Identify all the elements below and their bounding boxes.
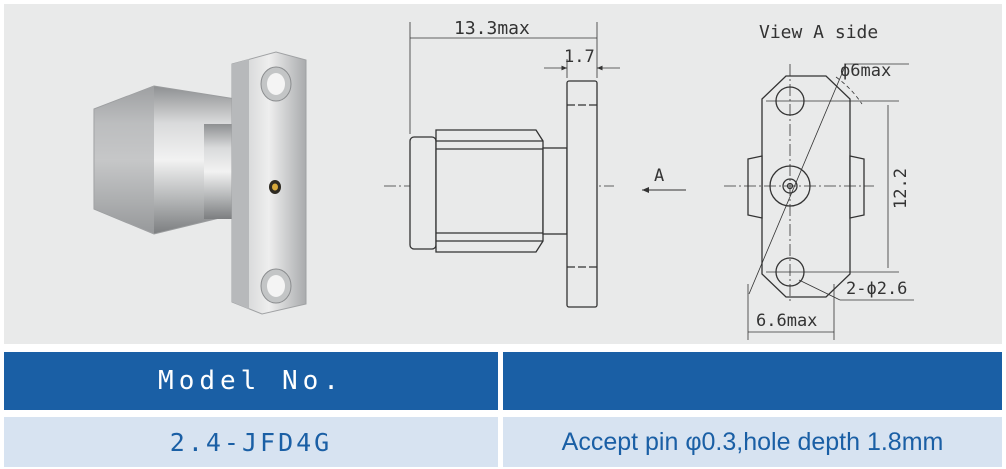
model-description: Accept pin φ0.3,hole depth 1.8mm <box>561 427 944 456</box>
outer-diameter-label: ϕ6max <box>840 61 891 81</box>
view-arrow-label: A <box>654 166 664 186</box>
front-view <box>724 63 914 340</box>
table-cell-model: 2.4-JFD4G <box>4 417 498 467</box>
table-header-model: Model No. <box>4 352 498 410</box>
hole-callout-label: 2-ϕ2.6 <box>846 279 907 299</box>
model-header-label: Model No. <box>158 366 344 396</box>
hole-spacing-label: 12.2 <box>891 168 911 209</box>
side-view <box>384 22 686 308</box>
model-number: 2.4-JFD4G <box>169 427 333 457</box>
table-cell-description: Accept pin φ0.3,hole depth 1.8mm <box>503 417 1002 467</box>
view-title: View A side <box>759 22 878 43</box>
drawing-panel: 13.3max 1.7 A View A side <box>4 4 1002 344</box>
technical-drawing: 13.3max 1.7 A View A side <box>93 18 914 340</box>
overall-length-label: 13.3max <box>454 18 530 39</box>
table-header-description <box>503 352 1002 410</box>
connector-photo <box>93 51 307 315</box>
flange-width-label: 6.6max <box>756 311 817 331</box>
flange-thickness-label: 1.7 <box>564 47 595 67</box>
